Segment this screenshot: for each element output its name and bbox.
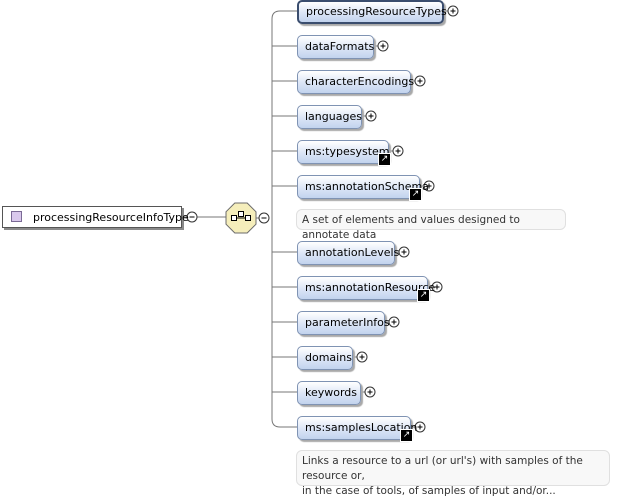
element-label: ms:annotationResource <box>305 281 436 294</box>
element-languages[interactable]: languages <box>297 105 362 129</box>
diagram-canvas <box>182 5 459 433</box>
reference-arrow-icon: ↗ <box>417 289 430 302</box>
element-samples-location[interactable]: ms:samplesLocation↗ <box>297 416 417 442</box>
element-label: dataFormats <box>305 40 375 53</box>
element-label: ms:annotationSchema <box>305 180 429 193</box>
element-label: annotationLevels <box>305 246 400 259</box>
element-parameter-infos[interactable]: parameterInfos <box>297 311 390 335</box>
expand-keywords-icon[interactable] <box>364 386 376 398</box>
element-label: processingResourceTypes <box>306 5 447 18</box>
expand-domains-icon[interactable] <box>356 351 368 363</box>
expand-samples-location-icon[interactable] <box>414 421 426 433</box>
expand-annotation-levels-icon[interactable] <box>398 246 410 258</box>
element-domains[interactable]: domains <box>297 346 353 370</box>
element-character-encodings[interactable]: characterEncodings <box>297 70 415 94</box>
collapse-root-icon[interactable] <box>186 211 198 223</box>
element-annotation-schema[interactable]: ms:annotationSchema↗ <box>297 175 429 201</box>
element-label: ms:samplesLocation <box>305 421 418 434</box>
element-label: parameterInfos <box>305 316 390 329</box>
root-type-box[interactable]: processingResourceInfoType <box>2 206 189 228</box>
element-label: ms:typesystem <box>305 145 390 158</box>
expand-character-encodings-icon[interactable] <box>414 75 426 87</box>
expand-typesystem-icon[interactable] <box>392 145 404 157</box>
element-annotation-levels[interactable]: annotationLevels <box>297 241 399 265</box>
element-label: keywords <box>305 386 358 399</box>
annotation-samples-location: Links a resource to a url (or url's) wit… <box>296 450 610 497</box>
expand-annotation-schema-icon[interactable] <box>423 180 435 192</box>
expand-annotation-resource-icon[interactable] <box>431 281 443 293</box>
element-typesystem[interactable]: ms:typesystem↗ <box>297 140 391 166</box>
element-keywords[interactable]: keywords <box>297 381 361 405</box>
expand-data-formats-icon[interactable] <box>377 40 389 52</box>
annotation-text: A set of elements and values designed to… <box>302 214 520 241</box>
sequence-compositor-icon[interactable] <box>225 202 257 234</box>
collapse-sequence-icon[interactable] <box>258 212 270 224</box>
reference-arrow-icon: ↗ <box>378 153 391 166</box>
complex-type-icon <box>11 211 22 222</box>
expand-processing-resource-types-icon[interactable] <box>447 5 459 17</box>
element-label: characterEncodings <box>305 75 415 88</box>
element-data-formats[interactable]: dataFormats <box>297 35 374 59</box>
annotation-annotation-schema: A set of elements and values designed to… <box>296 209 566 241</box>
element-annotation-resource[interactable]: ms:annotationResource↗ <box>297 276 435 302</box>
annotation-text-line: Links a resource to a url (or url's) wit… <box>302 455 583 482</box>
annotation-text-line: in the case of tools, of samples of inpu… <box>302 485 556 497</box>
element-label: domains <box>305 351 352 364</box>
expand-parameter-infos-icon[interactable] <box>388 316 400 328</box>
element-label: languages <box>305 110 362 123</box>
reference-arrow-icon: ↗ <box>409 188 422 201</box>
element-processing-resource-types[interactable]: processingResourceTypes <box>297 0 447 24</box>
expand-languages-icon[interactable] <box>365 110 377 122</box>
reference-arrow-icon: ↗ <box>400 429 413 442</box>
root-type-label: processingResourceInfoType <box>33 211 189 224</box>
